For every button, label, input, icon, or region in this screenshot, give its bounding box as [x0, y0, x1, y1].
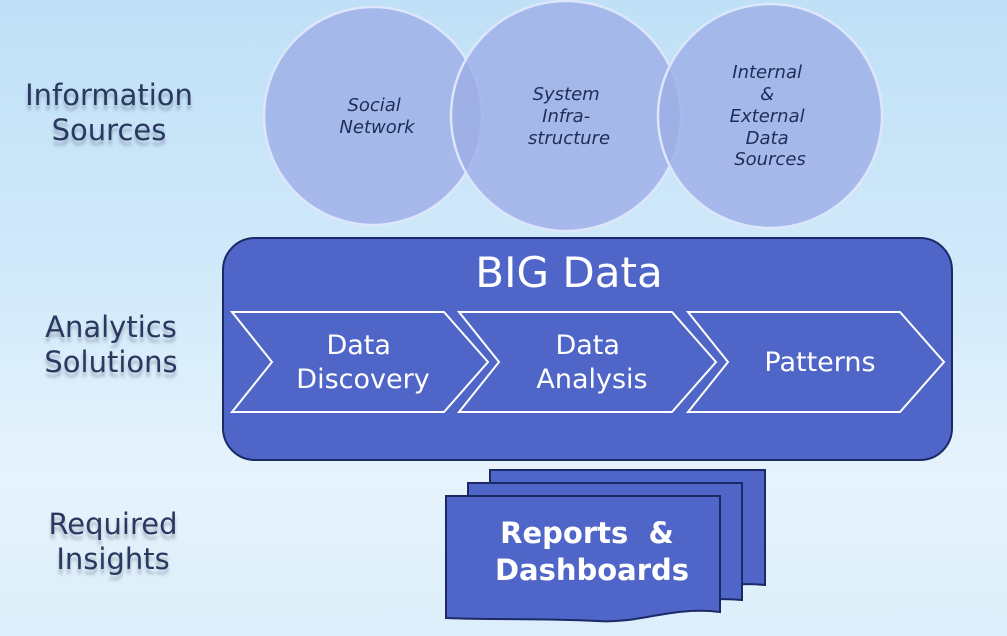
social-network-text: Social Network	[339, 95, 416, 138]
social-network-circle	[262, 5, 484, 227]
data-discovery-text-line: Data	[326, 330, 390, 361]
information-sources-label: Information Sources	[14, 78, 204, 148]
big-data-container: BIG Data Data Discovery Data Analysis Pa…	[222, 237, 953, 461]
internal-external-data-sources-circle	[656, 2, 884, 230]
document-front	[445, 495, 721, 623]
data-discovery-text-line: Discovery	[296, 364, 429, 395]
information-sources-label-line-1: Information	[25, 78, 193, 112]
reports-dashboards-text: Reports & Dashboards	[495, 516, 689, 587]
internal-external-text-line: External	[730, 106, 805, 127]
patterns-text-line: Patterns	[764, 347, 875, 378]
reports-dashboards-stack: Reports & Dashboards	[445, 469, 766, 623]
internal-external-text-line: &	[760, 84, 774, 105]
required-insights-label: Required Insights	[22, 507, 204, 577]
analytics-solutions-label-line-1: Analytics	[45, 310, 177, 344]
required-insights-label-line-2: Insights	[56, 542, 170, 576]
reports-dashboards-text-line: Dashboards	[495, 553, 689, 587]
patterns-chevron	[685, 311, 946, 413]
social-network-text-line: Network	[339, 117, 416, 138]
internal-external-text-line: Internal	[732, 62, 802, 83]
information-sources-group: Social Network System Infra- structure I…	[262, 0, 884, 233]
internal-external-text-line: Data	[746, 128, 789, 149]
social-network-text-line: Social	[347, 95, 400, 116]
data-analysis-text: Data Analysis	[536, 330, 647, 395]
reports-dashboards-text-line: Reports &	[500, 516, 674, 550]
data-analysis-text-line: Analysis	[536, 364, 647, 395]
data-analysis-chevron	[456, 311, 718, 413]
information-sources-label-line-2: Sources	[51, 113, 167, 147]
patterns-text: Patterns	[764, 347, 875, 378]
data-analysis-text-line: Data	[555, 330, 619, 361]
required-insights-label-line-1: Required	[48, 507, 178, 541]
big-data-title: BIG Data	[475, 248, 662, 297]
internal-external-data-sources-text: Internal & External Data Sources	[730, 62, 811, 170]
system-infrastructure-text-line: Infra-	[542, 106, 590, 127]
analytics-solutions-label-line-2: Solutions	[44, 345, 178, 379]
system-infrastructure-text-line: System	[533, 84, 600, 105]
analytics-solutions-label: Analytics Solutions	[20, 310, 202, 380]
system-infrastructure-text-line: structure	[528, 128, 610, 149]
internal-external-text-line: Sources	[734, 149, 806, 170]
data-discovery-text: Data Discovery	[296, 330, 429, 395]
system-infrastructure-text: System Infra- structure	[528, 84, 610, 149]
data-discovery-chevron	[229, 311, 490, 413]
